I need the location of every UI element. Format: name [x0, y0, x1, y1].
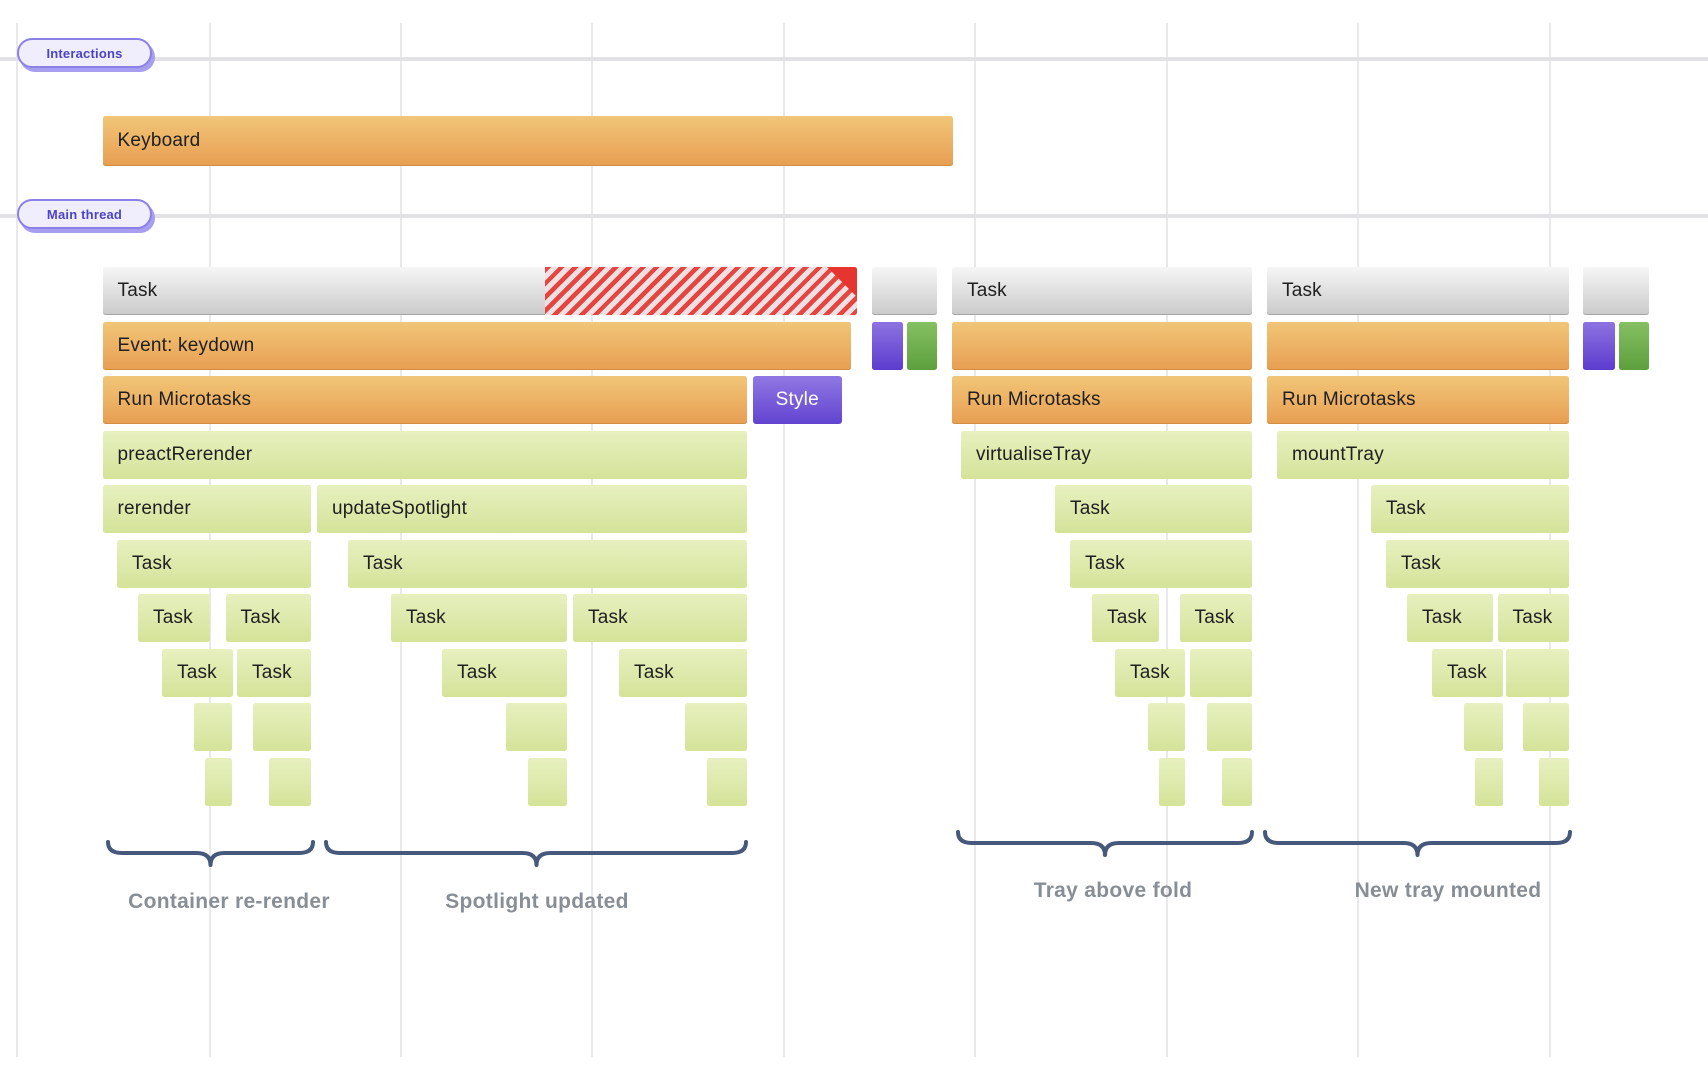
gridline-horizontal: [0, 57, 1708, 61]
bar-task[interactable]: Task: [1179, 594, 1252, 642]
track-pill-main-thread-label: Main thread: [46, 206, 123, 222]
bar-rerender[interactable]: rerender: [102, 485, 311, 533]
bar-task[interactable]: Task: [1092, 594, 1159, 642]
bar-fragment[interactable]: [1474, 757, 1503, 806]
bar-task[interactable]: Task: [573, 594, 747, 642]
bar-fragment[interactable]: [1583, 267, 1649, 315]
bar-virtualisetray[interactable]: virtualiseTray: [961, 430, 1252, 479]
bar-task[interactable]: Task: [162, 648, 233, 697]
bar-task[interactable]: Task: [442, 648, 567, 697]
bar-task[interactable]: Task: [1115, 648, 1185, 697]
annotation-label: Container re-render: [128, 890, 330, 913]
annotation-label: Tray above fold: [1033, 879, 1193, 902]
bar-fragment[interactable]: [1522, 703, 1569, 751]
bar-task[interactable]: Task: [237, 648, 311, 697]
bar-fragment[interactable]: [1222, 757, 1252, 806]
bar-fragment[interactable]: [1538, 757, 1569, 806]
bar-task[interactable]: Task: [391, 594, 567, 642]
long-task-hatch: [545, 267, 857, 315]
bar-run-microtasks[interactable]: Run Microtasks: [102, 376, 747, 424]
bar-run-microtasks[interactable]: Run Microtasks: [1267, 376, 1569, 424]
bar-fragment[interactable]: [1189, 648, 1252, 697]
bar-task[interactable]: Task: [952, 267, 1252, 315]
gridline-horizontal: [0, 214, 1708, 218]
bar-task[interactable]: Task: [225, 594, 311, 642]
annotation-label: Spotlight updated: [445, 890, 629, 913]
bar-style[interactable]: Style: [752, 376, 842, 424]
bar-fragment[interactable]: [685, 703, 747, 751]
bar-mounttray[interactable]: mountTray: [1277, 430, 1569, 479]
bar-task[interactable]: Task: [138, 594, 210, 642]
bar-task[interactable]: Task: [117, 539, 311, 588]
bar-task[interactable]: Task: [1407, 594, 1493, 642]
bar-fragment[interactable]: [906, 321, 937, 370]
brace: [956, 830, 1254, 857]
bar-fragment[interactable]: [253, 703, 311, 751]
brace: [1263, 830, 1572, 857]
bar-task[interactable]: Task: [1055, 485, 1252, 533]
bar-task[interactable]: Task: [1070, 539, 1252, 588]
bar-fragment[interactable]: [1463, 703, 1503, 751]
bar-task[interactable]: Task: [619, 648, 747, 697]
bar-fragment[interactable]: [193, 703, 232, 751]
bar-task[interactable]: Task: [1386, 539, 1569, 588]
bar-fragment[interactable]: [1207, 703, 1252, 751]
gridline-vertical: [16, 23, 18, 1057]
bar-task[interactable]: Task: [1267, 267, 1569, 315]
track-pill-interactions[interactable]: Interactions: [17, 38, 152, 68]
bar-fragment[interactable]: [952, 321, 1252, 370]
bar-task[interactable]: Task: [348, 539, 747, 588]
brace: [324, 840, 748, 867]
keyboard-interaction-bar[interactable]: Keyboard: [102, 116, 953, 166]
gridline-vertical: [1357, 23, 1359, 1057]
bar-fragment[interactable]: [205, 757, 232, 806]
bar-fragment[interactable]: [1147, 703, 1185, 751]
bar-task[interactable]: Task: [1371, 485, 1569, 533]
bar-task[interactable]: Task: [1432, 648, 1503, 697]
bar-event-keydown[interactable]: Event: keydown: [102, 321, 851, 370]
bar-fragment[interactable]: [1267, 321, 1569, 370]
bar-fragment[interactable]: [1618, 321, 1649, 370]
bar-fragment[interactable]: [1158, 757, 1185, 806]
bar-fragment[interactable]: [707, 757, 747, 806]
track-pill-main-thread[interactable]: Main thread: [17, 199, 152, 229]
bar-fragment[interactable]: [528, 757, 567, 806]
gridline-vertical: [783, 23, 785, 1057]
gridline-vertical: [974, 23, 976, 1057]
bar-task[interactable]: Task: [1497, 594, 1569, 642]
bar-fragment[interactable]: [1583, 321, 1615, 370]
bar-fragment[interactable]: [268, 757, 311, 806]
bar-fragment[interactable]: [506, 703, 567, 751]
annotation-label: New tray mounted: [1354, 879, 1542, 902]
track-pill-interactions-label: Interactions: [46, 45, 123, 61]
bar-fragment[interactable]: [1506, 648, 1569, 697]
bar-fragment[interactable]: [872, 267, 937, 315]
bar-fragment[interactable]: [872, 321, 903, 370]
bar-run-microtasks[interactable]: Run Microtasks: [952, 376, 1252, 424]
bar-task[interactable]: Task: [102, 267, 857, 315]
bar-preactrerender[interactable]: preactRerender: [102, 430, 747, 479]
bar-updatespotlight[interactable]: updateSpotlight: [317, 485, 747, 533]
keyboard-interaction-label: Keyboard: [117, 130, 201, 151]
